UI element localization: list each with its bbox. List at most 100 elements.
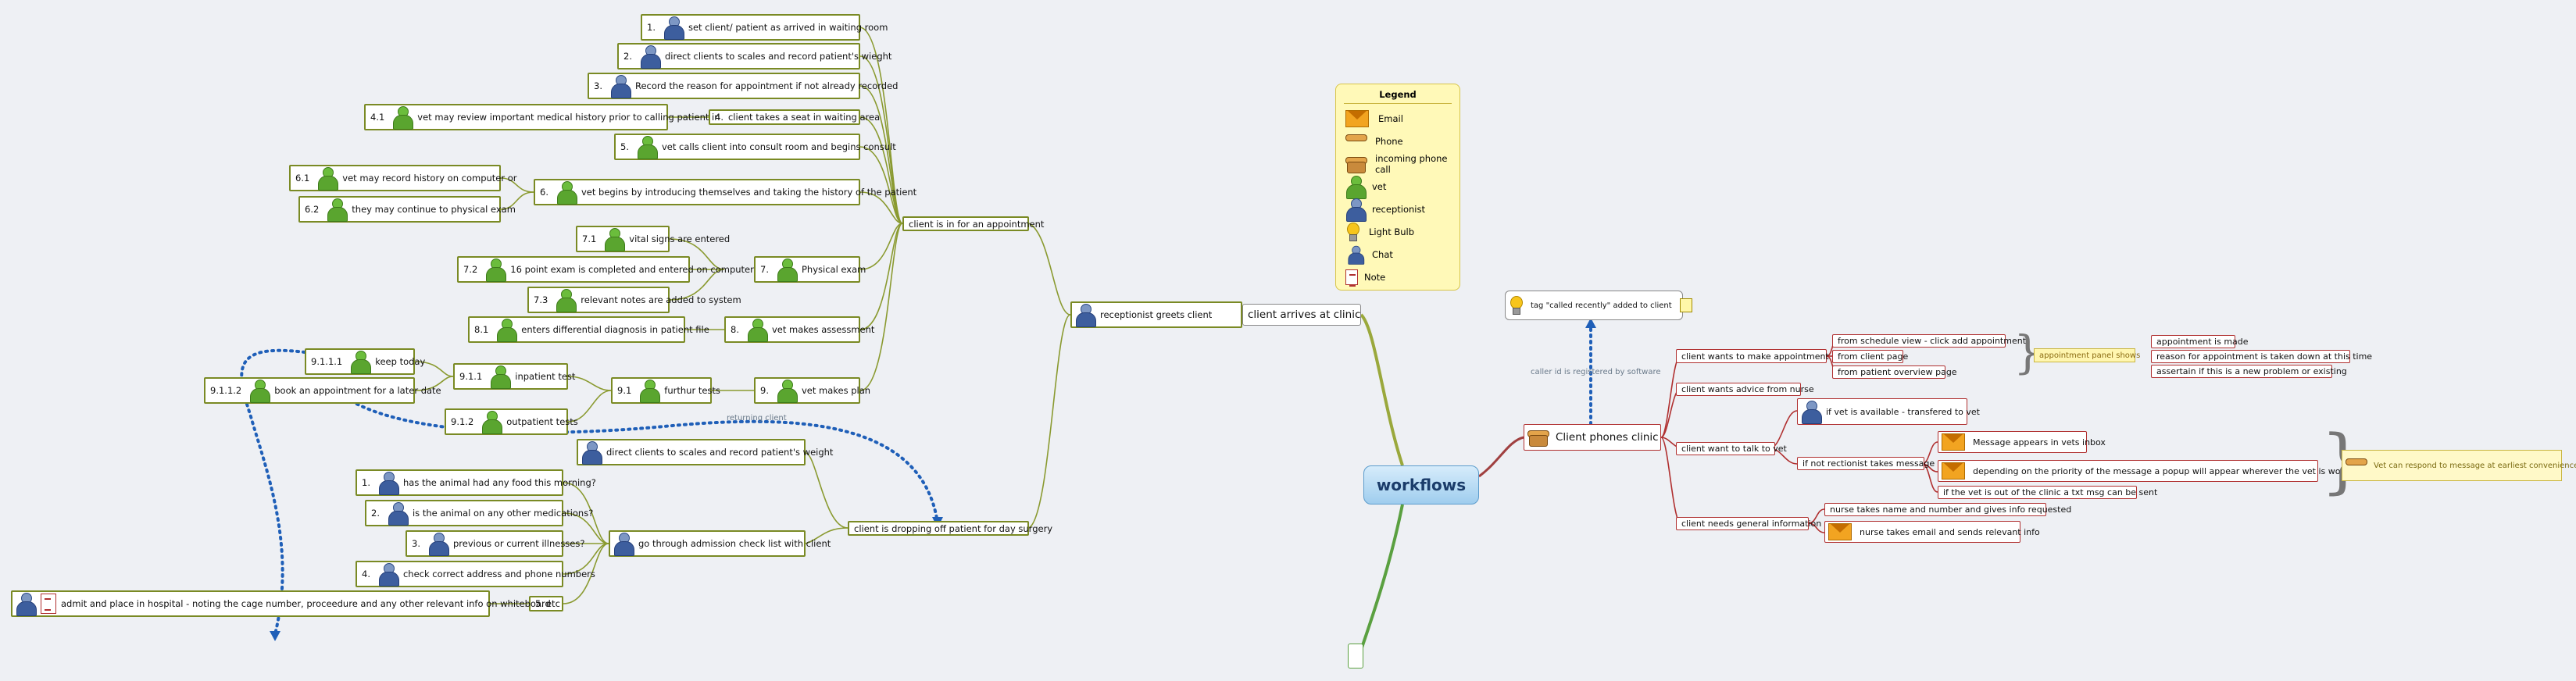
topic-label: from patient overview page [1838,367,1957,377]
step-text: client takes a seat in waiting area [727,112,881,123]
checklist-q1[interactable]: 1.has the animal had any food this morni… [355,469,596,496]
step-1[interactable]: 1.set client/ patient as arrived in wait… [641,14,888,41]
vet-person-icon [350,350,372,374]
checklist-q3[interactable]: 3.previous or current illnesses? [406,530,584,557]
step-text: direct clients to scales and record pati… [606,447,834,458]
vet-person-icon [777,379,798,403]
step-text: vital signs are entered [629,234,731,244]
msg-vets-inbox[interactable]: Message appears in vets inbox [1938,431,2106,453]
appt-option-schedule[interactable]: from schedule view - click add appointme… [1832,334,2026,348]
caller-id-label: caller id is registered by software [1531,368,1661,376]
surgery-scales[interactable]: direct clients to scales and record pati… [577,439,833,465]
panel-item-made[interactable]: appointment is made [2151,335,2249,348]
panel-item-new-problem[interactable]: assertain if this is a new problem or ex… [2151,365,2347,378]
legend-item-phone: Phone [1336,130,1459,152]
checklist-q5[interactable]: 5.etc [529,596,563,611]
step-number: 2. [371,508,380,519]
surgery-checklist[interactable]: go through admission check list with cli… [609,530,831,557]
step-number: 9.1.1 [459,371,483,382]
topic-client-phones[interactable]: Client phones clinic [1524,424,1661,451]
envelope-icon [1942,433,1965,451]
topic-make-appointment[interactable]: client wants to make appointment [1676,349,1829,363]
receptionist-person-icon [16,592,37,616]
receptionist-person-icon [378,562,399,587]
receptionist-person-icon [388,501,409,526]
vet-person-icon [481,410,503,434]
legend-divider [1344,103,1452,104]
vet-can-respond[interactable]: Vet can respond to message at earliest c… [2342,450,2576,481]
step-text: Physical exam [801,264,866,275]
central-topic[interactable]: workflows [1363,465,1479,505]
topic-appointment[interactable]: client is in for an appointment [902,216,1044,231]
panel-item-reason[interactable]: reason for appointment is taken down at … [2151,350,2372,363]
topic-label: if vet is available - transfered to vet [1826,406,1980,417]
step-7[interactable]: 7.Physical exam [754,256,866,283]
receptionist-person-icon [1345,198,1367,222]
legend-item-label: Phone [1375,135,1403,147]
step-text: vet makes assessment [771,324,875,335]
empty-topic[interactable] [1348,644,1363,669]
topic-tag-called-recently[interactable]: tag "called recently" added to client [1505,291,1692,320]
msg-txt[interactable]: if the vet is out of the clinic a txt ms… [1938,486,2157,499]
vet-person-icon [556,288,577,312]
step-9[interactable]: 9.vet makes plan [754,377,870,404]
legend-item-receptionist: receptionist [1336,198,1459,222]
step-6[interactable]: 6.vet begins by introducing themselves a… [534,179,916,205]
step-number: 1. [647,22,656,33]
topic-label: client want to talk to vet [1681,444,1787,454]
step-5[interactable]: 5.vet calls client into consult room and… [614,134,896,160]
nurse-gives-info[interactable]: nurse takes name and number and gives in… [1824,503,2071,516]
topic-label: client arrives at clinic [1248,308,1361,321]
step-text: Record the reason for appointment if not… [634,80,899,91]
step-number: 5. [535,598,544,609]
vet-person-icon [747,318,768,342]
legend-item-label: Email [1378,112,1403,124]
vet-available[interactable]: if vet is available - transfered to vet [1797,398,1980,425]
vet-person-icon [556,180,577,205]
chat-icon [1801,400,1822,424]
incoming-phone-icon [1345,155,1367,173]
topic-day-surgery[interactable]: client is dropping off patient for day s… [848,521,1052,536]
vet-person-icon [392,105,414,130]
checklist-q4[interactable]: 4.check correct address and phone number… [355,561,595,587]
step-number: 9.1.1.2 [210,385,242,396]
step-number: 7.1 [582,234,597,244]
legend-item-light-bulb: Light Bulb [1336,220,1459,243]
appt-option-patient-overview[interactable]: from patient overview page [1832,365,1957,379]
step-number: 4. [715,112,723,123]
admit-patient[interactable]: admit and place in hospital - noting the… [11,590,551,617]
topic-advice-nurse[interactable]: client wants advice from nurse [1676,383,1814,396]
topic-label: reason for appointment is taken down at … [2156,351,2373,362]
vet-not-available[interactable]: if not rectionist takes message [1797,457,1935,470]
step-8[interactable]: 8.vet makes assessment [724,316,874,343]
vet-person-icon [327,198,348,222]
step-7-1[interactable]: 7.1 vital signs are entered [576,226,730,252]
legend-item-label: Note [1364,271,1386,283]
step-3[interactable]: 3.Record the reason for appointment if n… [588,73,898,99]
step-2[interactable]: 2.direct clients to scales and record pa… [617,43,891,70]
topic-client-arrives[interactable]: client arrives at clinic [1242,304,1361,326]
topic-receptionist-greets[interactable]: receptionist greets client [1070,301,1242,328]
appointment-panel-shows[interactable]: appointment panel shows [2034,348,2140,362]
topic-talk-to-vet[interactable]: client want to talk to vet [1676,442,1787,455]
step-text: vet calls client into consult room and b… [661,141,896,152]
nurse-sends-email[interactable]: nurse takes email and sends relevant inf… [1824,521,2040,543]
checklist-q2[interactable]: 2.is the animal on any other medications… [365,500,593,526]
step-text: outpatient tests [506,416,578,427]
topic-general-info[interactable]: client needs general information [1676,517,1821,530]
appt-option-client-page[interactable]: from client page [1832,350,1908,363]
msg-popup[interactable]: depending on the priority of the message… [1938,460,2362,482]
step-4[interactable]: 4. client takes a seat in waiting area [709,109,880,125]
